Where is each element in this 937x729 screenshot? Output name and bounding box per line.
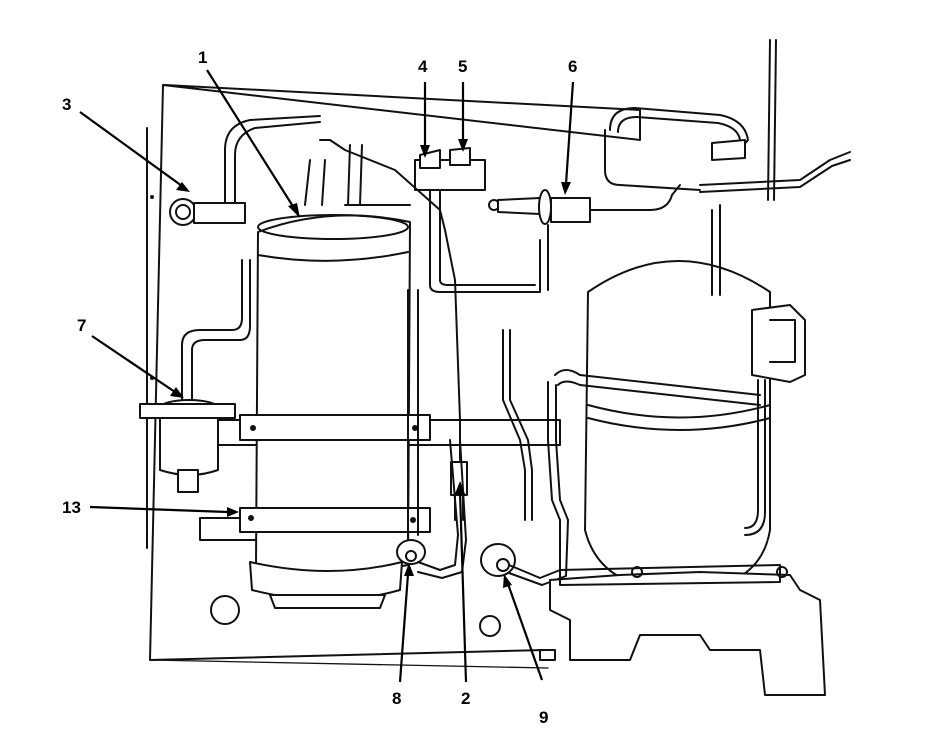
compressor-base xyxy=(539,564,826,696)
top-piping xyxy=(604,39,851,201)
callout-leaders xyxy=(79,69,575,683)
callout-5: 5 xyxy=(458,57,467,76)
receiver-tank xyxy=(239,214,431,609)
callout-2: 2 xyxy=(461,689,470,708)
mounting-plate xyxy=(146,84,641,669)
callout-6: 6 xyxy=(568,57,577,76)
callout-13: 13 xyxy=(62,498,81,517)
expansion-valve xyxy=(488,184,681,291)
callout-1: 1 xyxy=(198,48,207,67)
callout-3: 3 xyxy=(62,95,71,114)
compressor xyxy=(547,204,806,591)
filter-drier xyxy=(139,259,251,493)
callout-9: 9 xyxy=(539,708,548,727)
callout-4: 4 xyxy=(418,57,428,76)
pressure-switch-9 xyxy=(480,329,569,586)
service-valve xyxy=(169,115,321,226)
callout-7: 7 xyxy=(77,316,86,335)
solenoid-valves xyxy=(414,147,541,293)
callout-8: 8 xyxy=(392,689,401,708)
callout-labels: 1 3 4 5 6 7 13 8 2 9 xyxy=(62,48,577,727)
